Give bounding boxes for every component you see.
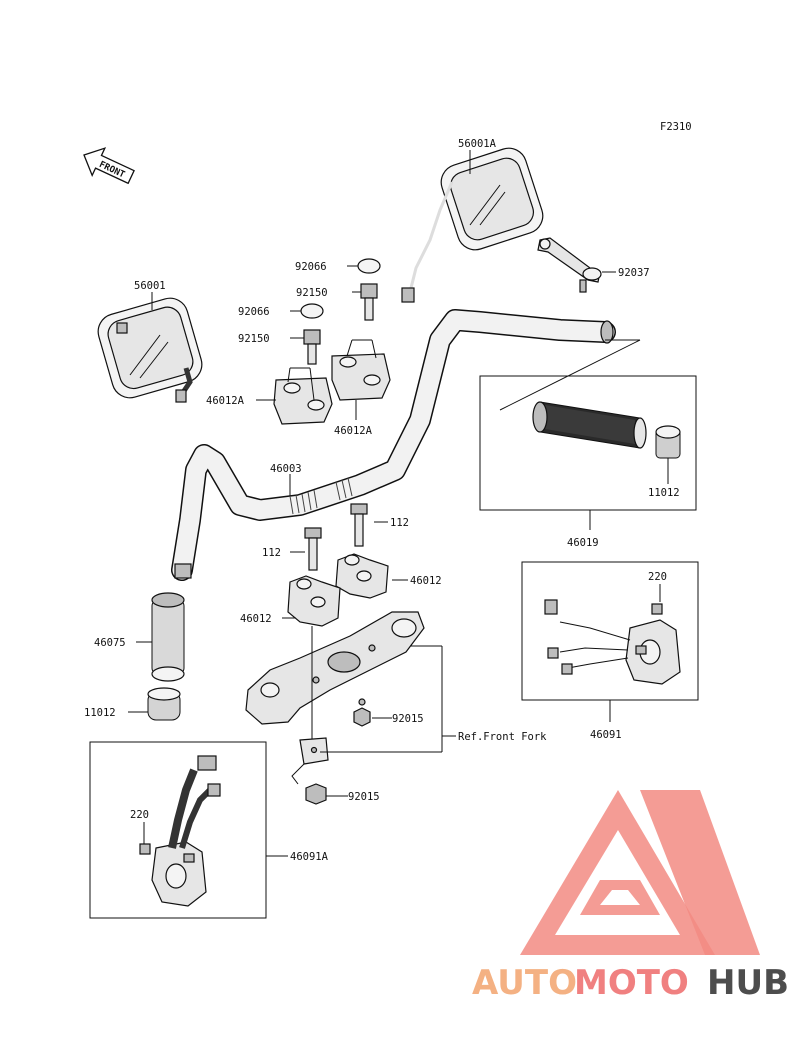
nut-bracket — [305, 783, 327, 805]
weight-lever — [537, 237, 602, 293]
figure-code: F2310 — [660, 121, 692, 133]
label-weight-lever: 92037 — [618, 267, 650, 279]
label-front-fork-ref: Ref.Front Fork — [458, 731, 547, 743]
bolt-lower — [303, 329, 321, 365]
front-arrow-icon: FRONT — [83, 147, 135, 185]
bolt-left — [304, 527, 322, 571]
bolt-upper — [360, 283, 378, 321]
label-mirror-right: 56001A — [458, 138, 497, 150]
label-bolt-upper: 92150 — [296, 287, 328, 299]
label-bolt-right: 112 — [390, 517, 409, 529]
label-handlebar: 46003 — [270, 463, 302, 475]
switch-left-box — [89, 741, 267, 919]
mirror-right — [401, 147, 544, 303]
bolt-right — [350, 503, 368, 547]
watermark-text: AUTO MOTO HUB — [472, 963, 789, 1003]
label-switch-left: 46091A — [290, 851, 329, 863]
switch-right — [544, 599, 681, 685]
grip-cap-right — [655, 425, 681, 459]
label-cap-lower: 92066 — [238, 306, 270, 318]
throttle-assy-box — [479, 375, 697, 511]
clamp-left — [287, 575, 341, 627]
label-screw-right-switch: 220 — [648, 571, 667, 583]
label-mirror-left: 56001 — [134, 280, 166, 292]
label-holder-left: 46012A — [206, 395, 245, 407]
label-throttle-assy: 46019 — [567, 537, 599, 549]
label-grip-cap-right: 11012 — [648, 487, 680, 499]
label-nut-clamp: 92015 — [392, 713, 424, 725]
handlebar — [171, 309, 616, 581]
label-bolt-lower: 92150 — [238, 333, 270, 345]
label-nut-bracket: 92015 — [348, 791, 380, 803]
cap-upper — [357, 258, 381, 274]
switch-left — [139, 755, 221, 907]
front-fork-bracket — [291, 737, 329, 785]
watermark-brand-auto: AUTO — [472, 963, 577, 1003]
holder-left — [273, 377, 333, 425]
upper-bracket — [245, 611, 425, 725]
label-clamp-right: 46012 — [410, 575, 442, 587]
label-bolt-left: 112 — [262, 547, 281, 559]
label-cap-upper: 92066 — [295, 261, 327, 273]
label-grip-left: 46075 — [94, 637, 126, 649]
holder-right — [331, 353, 391, 401]
label-screw-left-switch: 220 — [130, 809, 149, 821]
label-switch-right: 46091 — [590, 729, 622, 741]
label-clamp-left: 46012 — [240, 613, 272, 625]
grip-cap-left — [147, 687, 181, 721]
nut-clamp — [353, 707, 371, 727]
throttle-grip — [532, 401, 647, 449]
grip-left — [151, 592, 185, 682]
mirror-left — [97, 292, 203, 403]
label-grip-cap-left: 11012 — [84, 707, 116, 719]
watermark-logo — [520, 790, 760, 955]
label-holder-right: 46012A — [334, 425, 373, 437]
watermark-brand-hub: HUB — [707, 963, 789, 1003]
clamp-right — [335, 553, 389, 599]
watermark-brand-moto: MOTO — [574, 963, 689, 1003]
cap-lower — [300, 303, 324, 319]
